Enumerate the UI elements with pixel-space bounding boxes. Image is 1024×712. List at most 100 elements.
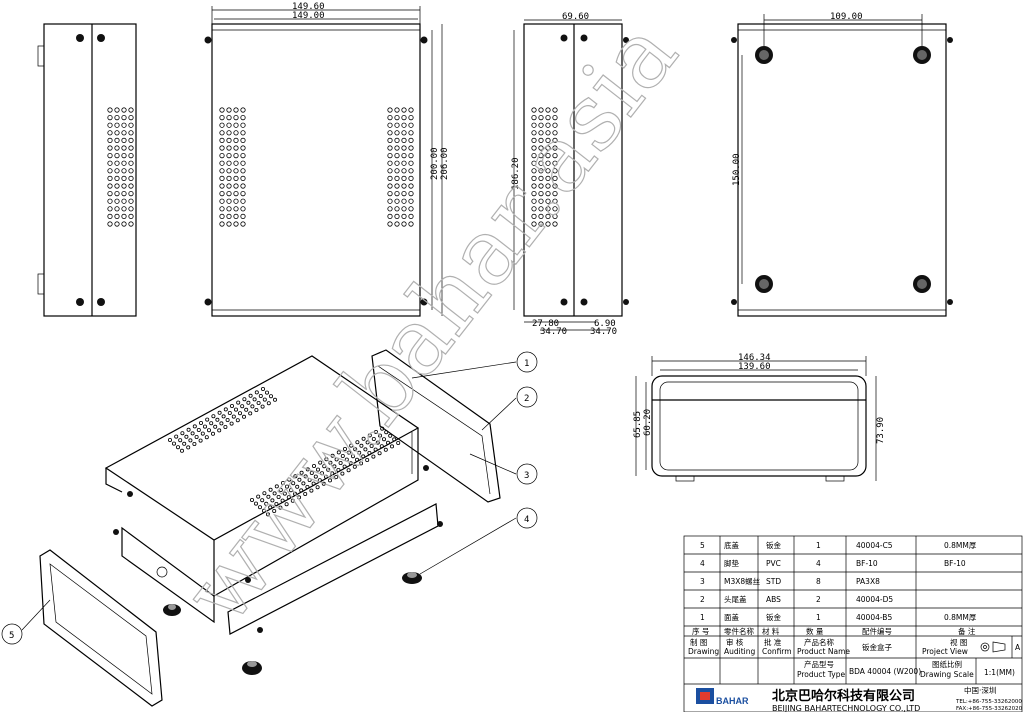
bom-cell-material: STD xyxy=(766,577,781,586)
tb-scale-label: 图纸比例 xyxy=(932,659,962,669)
dim-front-height-a: 200.00 xyxy=(430,147,440,180)
dim-side-bottom-d: 34.70 xyxy=(590,327,617,337)
dim-front-height-b: 206.00 xyxy=(440,147,450,180)
dim-front-width-inner: 149.00 xyxy=(292,11,325,21)
side-view: 69.60 186.20 27.80 6.90 34.70 34.70 xyxy=(511,12,629,337)
svg-text:2: 2 xyxy=(524,394,529,404)
bom-header-no: 序 号 xyxy=(692,626,709,636)
company-name-en: BEIJING BAHARTECHNOLOGY CO.,LTD xyxy=(772,704,920,712)
bom-cell-name: 脚垫 xyxy=(724,558,739,568)
end-view: 146.34 139.60 65.85 60.20 73.90 xyxy=(633,353,886,482)
dim-side-width: 69.60 xyxy=(562,12,589,22)
bom-cell-no: 5 xyxy=(700,541,705,550)
tb-confirm-en: Confirm xyxy=(762,647,792,656)
dim-front-width-outer: 149.60 xyxy=(292,2,325,12)
bom-cell-material: PVC xyxy=(766,559,781,568)
vent-hole-pattern xyxy=(531,107,558,227)
bom-cell-code: 40004-C5 xyxy=(856,541,893,550)
tb-scale-label-en: Drawing Scale xyxy=(920,670,974,679)
dim-end-height-b: 60.20 xyxy=(643,409,653,436)
callout-3: 3 xyxy=(516,463,538,485)
bom-cell-material: ABS xyxy=(766,595,781,604)
bom-cell-no: 3 xyxy=(700,577,705,586)
svg-text:BAHAR: BAHAR xyxy=(716,696,749,706)
tb-product-type-label-en: Product Type xyxy=(797,670,845,679)
dim-side-bottom-b: 6.90 xyxy=(594,319,616,329)
foot-pads xyxy=(163,572,422,675)
bom-cell-qty: 1 xyxy=(816,541,821,550)
bom-cell-material: 钣金 xyxy=(766,540,781,550)
svg-text:1: 1 xyxy=(524,359,529,369)
dim-hole-spacing-x: 109.00 xyxy=(830,12,863,22)
company-location: 中国·深圳 xyxy=(964,685,996,695)
tb-project-view-en: Project View xyxy=(922,647,968,656)
bom-cell-qty: 2 xyxy=(816,595,821,604)
bom-header-qty: 数 量 xyxy=(806,626,824,636)
front-panel-view xyxy=(37,23,137,317)
vent-hole-pattern xyxy=(219,107,246,227)
watermark: www.bahar.asia xyxy=(163,1,698,644)
bom-cell-code: BF-10 xyxy=(856,559,878,568)
tb-product-name-label: 产品名称 xyxy=(804,637,834,647)
vent-hole-pattern xyxy=(167,386,277,453)
top-view: 149.60 149.00 200.00 206.00 xyxy=(204,2,450,317)
bom-cell-no: 1 xyxy=(700,613,705,622)
dim-hole-spacing-y: 150.00 xyxy=(732,153,742,186)
bom-cell-no: 4 xyxy=(700,559,705,568)
tb-auditing-en: Auditing xyxy=(724,647,756,656)
company-logo: BAHAR xyxy=(696,688,749,706)
dim-end-height-total: 73.90 xyxy=(876,417,886,444)
tb-product-name-label-en: Product Name xyxy=(797,647,850,656)
callout-4: 4 xyxy=(516,507,538,529)
bom-cell-code: PA3X8 xyxy=(856,577,880,586)
bom-cell-qty: 8 xyxy=(816,577,821,586)
dim-side-bottom-a: 27.80 xyxy=(532,319,559,329)
company-fax: FAX:+86-755-33262020 xyxy=(956,706,1023,712)
svg-text:3: 3 xyxy=(524,471,529,481)
bom-cell-note: BF-10 xyxy=(944,559,966,568)
projection-symbol-icon xyxy=(980,641,1006,653)
bom-cell-material: 钣金 xyxy=(766,612,781,622)
vent-hole-pattern xyxy=(107,107,134,227)
bom-cell-note: 0.8MM厚 xyxy=(944,541,977,550)
bom-cell-qty: 4 xyxy=(816,559,821,568)
svg-text:5: 5 xyxy=(9,631,14,641)
bom-header-material: 材 料 xyxy=(762,626,780,636)
company-name-cn: 北京巴哈尔科技有限公司 xyxy=(772,688,915,704)
callout-2: 2 xyxy=(516,386,538,408)
vent-hole-pattern xyxy=(387,107,414,227)
bom-cell-name: 头尾盖 xyxy=(724,594,747,604)
tb-scale: 1:1(MM) xyxy=(984,668,1015,677)
bom-cell-name: 底盖 xyxy=(724,540,739,550)
bottom-view: 109.00 150.00 xyxy=(731,12,953,317)
dim-end-height-a: 65.85 xyxy=(633,411,643,438)
dim-end-width-outer: 146.34 xyxy=(738,353,771,363)
bom-cell-code: 40004-D5 xyxy=(856,595,893,604)
bom-cell-name: M3X8螺丝 xyxy=(724,576,761,586)
bom-header-name: 零件名称 xyxy=(724,626,754,636)
bom-cell-qty: 1 xyxy=(816,613,821,622)
bom-cell-note: 0.8MM厚 xyxy=(944,613,977,622)
dim-end-width-inner: 139.60 xyxy=(738,362,771,372)
tb-drawing-en: Drawing xyxy=(688,647,719,656)
dim-side-height: 186.20 xyxy=(511,157,521,190)
tb-project-view: 视 图 xyxy=(950,637,967,647)
callout-5: 5 xyxy=(1,623,23,645)
vent-hole-pattern xyxy=(249,426,401,517)
company-tel: TEL:+86-755-33262000 xyxy=(955,699,1022,705)
bom-header-code: 配件编号 xyxy=(862,626,892,636)
dim-side-bottom-c: 34.70 xyxy=(540,327,567,337)
bom-cell-code: 40004-B5 xyxy=(856,613,892,622)
tb-drawing: 制 图 xyxy=(690,637,707,647)
foot-pad-holes xyxy=(755,46,931,293)
tb-confirm: 批 准 xyxy=(764,637,782,647)
exploded-view: 1 2 3 4 5 xyxy=(1,349,538,707)
svg-text:4: 4 xyxy=(524,515,529,525)
callout-1: 1 xyxy=(516,351,538,373)
bom-cell-name: 面盖 xyxy=(724,612,739,622)
tb-auditing: 审 核 xyxy=(726,637,744,647)
tb-product-type-label: 产品型号 xyxy=(804,659,834,669)
tb-product-name: 钣金盒子 xyxy=(862,642,892,652)
